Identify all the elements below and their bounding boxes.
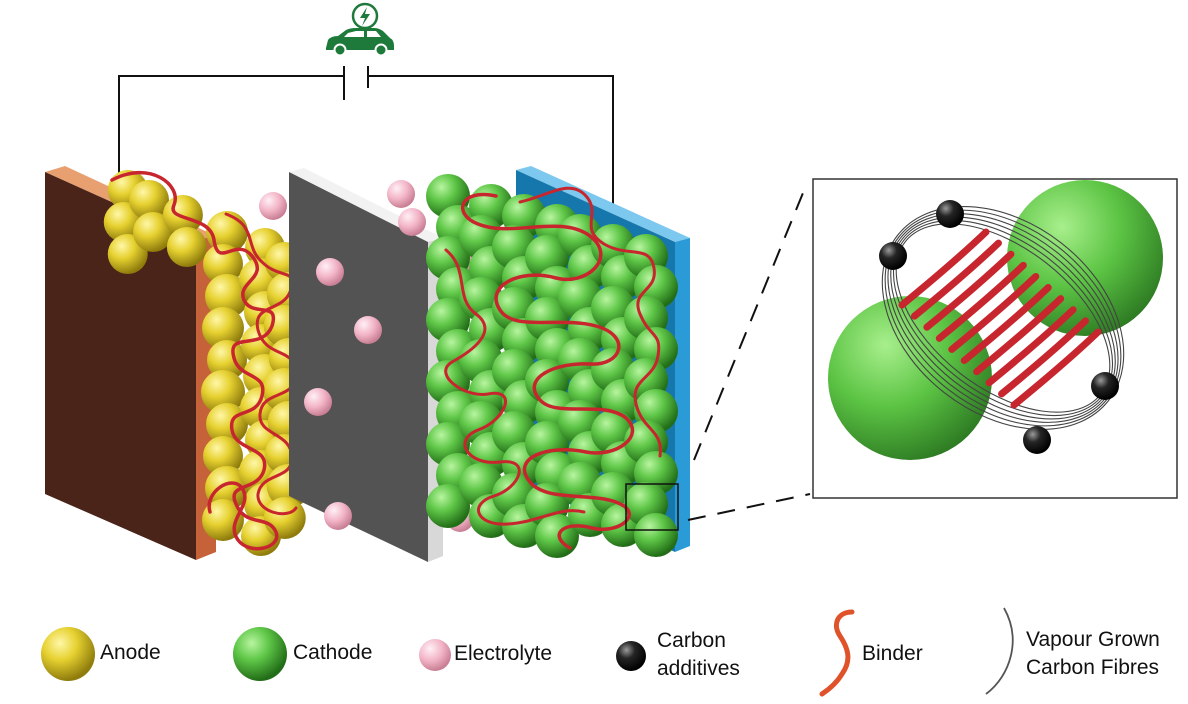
zoom-region-marker xyxy=(625,483,679,531)
electrolyte-ion xyxy=(324,502,352,530)
legend-vgcf-label-line1: Vapour Grown xyxy=(1026,628,1160,651)
electrolyte-ion xyxy=(304,388,332,416)
legend-cathode-swatch xyxy=(233,627,287,681)
zoom-callout-dash-lower xyxy=(687,493,811,521)
legend-fibre-swatch xyxy=(985,607,1014,695)
carbon-additive-particle xyxy=(936,200,964,228)
external-circuit-wire xyxy=(118,66,614,212)
binder-strand xyxy=(948,272,1040,353)
legend-cathode-label: Cathode xyxy=(293,641,373,664)
anode-particle xyxy=(129,180,169,220)
legend-carbon-additives: Carbon additives xyxy=(657,627,740,683)
cathode-binder-segment xyxy=(444,186,662,526)
binder-strand xyxy=(923,250,1015,331)
legend-binder-label: Binder xyxy=(862,642,923,665)
legend-vgcf-label-line2: Carbon Fibres xyxy=(1026,656,1160,679)
inset-cathode-particle-bottom xyxy=(828,296,992,460)
anode-particle xyxy=(205,274,249,318)
legend-carbon-label-line1: Carbon xyxy=(657,629,726,652)
anode-particle xyxy=(207,340,247,380)
zoom-inset xyxy=(812,178,1178,499)
anode-particle xyxy=(205,466,249,510)
cathode-particle xyxy=(426,484,470,528)
anode-particle xyxy=(202,307,244,349)
binder-strand xyxy=(973,295,1065,376)
carbon-fibre-strand xyxy=(881,206,1125,430)
electrolyte-ion xyxy=(387,180,415,208)
carbon-additive-particle xyxy=(879,242,907,270)
binder-strand xyxy=(998,317,1090,398)
legend-carbon-label-line2: additives xyxy=(657,657,740,680)
legend-anode-swatch xyxy=(41,627,95,681)
inset-carbon-additives xyxy=(879,200,1119,454)
electrolyte-ion xyxy=(398,208,426,236)
binder-strand xyxy=(898,228,990,309)
carbon-additive-particle xyxy=(1023,426,1051,454)
anode-binder xyxy=(110,170,279,551)
legend-electrolyte-swatch xyxy=(419,639,451,671)
inset-binder-strands xyxy=(898,228,1102,409)
anode-particle xyxy=(166,227,207,267)
legend-cathode: Cathode xyxy=(293,639,372,667)
anode-particle xyxy=(263,497,306,539)
legend-carbon-swatch xyxy=(616,641,646,671)
anode-particle xyxy=(206,403,248,445)
inset-cathode-particle-top xyxy=(1007,180,1163,336)
legend-anode: Anode xyxy=(100,639,161,667)
anode-particle xyxy=(203,244,243,284)
binder-strand xyxy=(910,239,1002,320)
legend-binder: Binder xyxy=(862,640,923,668)
carbon-additive-particle xyxy=(1091,372,1119,400)
zoom-callout-dash-upper xyxy=(693,187,806,461)
legend-anode-label: Anode xyxy=(100,641,161,664)
binder-strand xyxy=(960,284,1052,365)
legend-binder-swatch xyxy=(819,609,855,697)
cathode-binder xyxy=(461,192,635,550)
cathode-particle xyxy=(634,513,678,557)
anode-particle xyxy=(203,436,243,476)
anode-particle xyxy=(133,212,173,252)
electric-car-icon xyxy=(326,2,394,57)
binder-strand xyxy=(1010,328,1102,409)
legend-vgcf: Vapour Grown Carbon Fibres xyxy=(1026,626,1160,682)
legend-electrolyte: Electrolyte xyxy=(454,640,552,668)
binder-strand xyxy=(935,261,1027,342)
electrolyte-ion xyxy=(259,192,287,220)
electrolyte-ion xyxy=(316,258,344,286)
electrolyte-ion xyxy=(354,316,382,344)
legend-electrolyte-label: Electrolyte xyxy=(454,642,553,665)
binder-strand xyxy=(985,306,1077,387)
anode-particle xyxy=(201,370,245,414)
